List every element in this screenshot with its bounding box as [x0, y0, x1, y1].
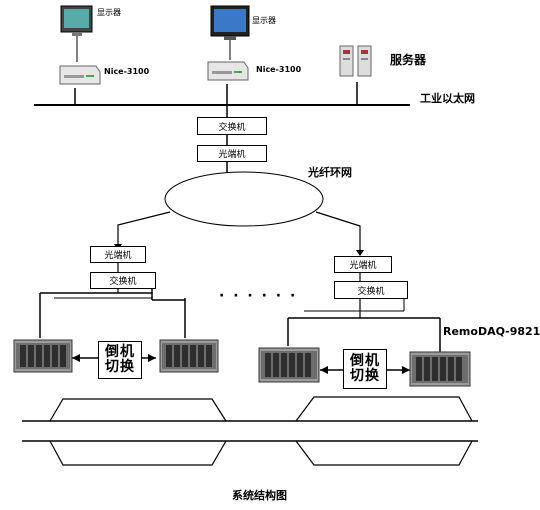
switch-box: 交换机	[90, 272, 156, 289]
optical-terminal-box: 光端机	[197, 145, 267, 162]
switchover-line: 倒机	[350, 353, 380, 370]
switchover-line: 切换	[105, 359, 135, 375]
workstation-label: Nice-3100	[104, 67, 150, 76]
switch-box: 交换机	[334, 281, 408, 299]
monitor-label: 显示器	[252, 16, 276, 25]
switchover-line: 倒机	[105, 344, 135, 361]
monitor-icon	[210, 5, 250, 40]
workstation-icon	[207, 61, 249, 81]
optical-terminal-box: 光端机	[90, 246, 146, 263]
daq-rack-icon	[13, 339, 73, 373]
fiber-ring-label: 光纤环网	[308, 166, 352, 179]
optical-terminal-box: 光端机	[334, 256, 392, 273]
switchover-box: 倒机 切换	[98, 341, 142, 379]
server-label: 服务器	[390, 53, 427, 67]
daq-rack-icon	[159, 339, 219, 373]
switchover-line: 切换	[350, 368, 380, 384]
ellipsis: · · · · · ·	[219, 288, 298, 304]
monitor-icon	[60, 5, 93, 36]
switch-box: 交换机	[197, 117, 267, 135]
monitor-label: 显示器	[97, 8, 121, 17]
workstation-icon	[59, 65, 101, 85]
remodaq-label: RemoDAQ-9821	[443, 325, 540, 338]
fiber-ring	[164, 171, 324, 227]
workstation-label: Nice-3100	[256, 65, 302, 74]
daq-rack-icon	[258, 347, 320, 383]
ethernet-label: 工业以太网	[420, 92, 475, 105]
diagram-caption: 系统结构图	[232, 489, 287, 502]
switchover-box: 倒机 切换	[343, 349, 387, 389]
server-icon	[339, 45, 372, 77]
daq-rack-icon	[409, 351, 471, 387]
